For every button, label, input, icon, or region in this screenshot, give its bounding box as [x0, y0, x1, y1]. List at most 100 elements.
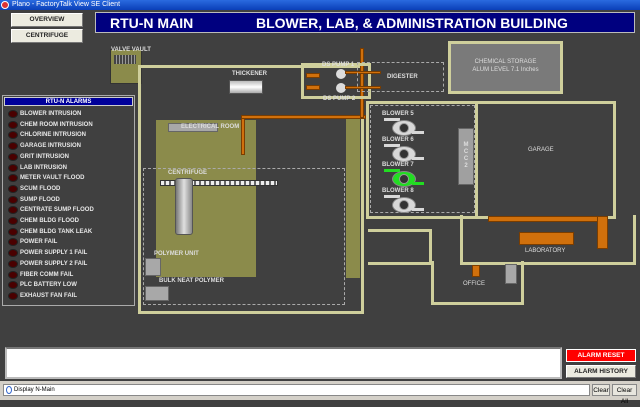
- alarm-label: PLC BATTERY LOW: [20, 282, 77, 289]
- chemical-storage-label: CHEMICAL STORAGE: [474, 59, 537, 65]
- pipe: [345, 71, 381, 74]
- alarm-item: PLC BATTERY LOW: [8, 280, 134, 290]
- ds-pump-2[interactable]: [336, 83, 346, 93]
- corridor-wall: [368, 229, 432, 265]
- mcc-2[interactable]: [458, 128, 474, 185]
- alarm-item: CHLORINE INTRUSION: [8, 130, 134, 140]
- alarm-label: POWER FAIL: [20, 239, 58, 246]
- bulk-neat-polymer-label: BULK NEAT POLYMER: [159, 278, 225, 284]
- page-header: RTU-N MAIN BLOWER, LAB, & ADMINISTRATION…: [95, 12, 635, 33]
- alarm-item: FIBER COMM FAIL: [8, 270, 134, 280]
- lab-counter: [488, 216, 608, 222]
- vault-grate: [114, 55, 136, 64]
- alarm-label: CENTRATE SUMP FLOOD: [20, 207, 94, 214]
- pipe: [241, 115, 245, 155]
- alarm-indicator-icon: [8, 249, 18, 258]
- electrical-room-label: ELECTRICAL ROOM: [181, 124, 240, 130]
- overview-button[interactable]: OVERVIEW: [11, 13, 83, 27]
- mcc-2-label: M C C 2: [463, 142, 469, 169]
- ds-pump-2-label: DS PUMP 2: [323, 96, 356, 102]
- centrifuge-unit[interactable]: [175, 178, 193, 235]
- alarm-item: SUMP FLOOD: [8, 195, 134, 205]
- alarm-indicator-icon: [8, 259, 18, 268]
- alarm-item: LAB INTRUSION: [8, 163, 134, 173]
- valve-vault[interactable]: [110, 49, 142, 84]
- alarm-item: GRIT INTRUSION: [8, 152, 134, 162]
- alarm-indicator-icon: [8, 238, 18, 247]
- blower-room: [370, 105, 475, 213]
- alarm-label: GARAGE INTRUSION: [20, 143, 82, 150]
- alarm-label: SUMP FLOOD: [20, 196, 60, 203]
- office-wall: [431, 261, 524, 305]
- chemical-storage[interactable]: [451, 44, 560, 91]
- building-title: BLOWER, LAB, & ADMINISTRATION BUILDING: [256, 15, 568, 31]
- alarm-item: CHEM ROOM INTRUSION: [8, 120, 134, 130]
- alarm-label: CHEM BLDG TANK LEAK: [20, 228, 93, 235]
- alarm-reset-button[interactable]: ALARM RESET: [566, 349, 636, 362]
- clear-all-button[interactable]: Clear All: [612, 384, 637, 405]
- alarm-indicator-icon: [8, 142, 18, 151]
- corridor-floor: [346, 118, 360, 278]
- alarm-label: METER VAULT FLOOD: [20, 175, 85, 182]
- thickener-unit[interactable]: [229, 80, 263, 94]
- alarm-label: EXHAUST FAN FAIL: [20, 292, 78, 299]
- ds-pump-1[interactable]: [336, 69, 346, 79]
- pipe: [345, 86, 381, 89]
- polymer-unit-label: POLYMER UNIT: [154, 251, 199, 257]
- electrical-room[interactable]: [168, 123, 218, 132]
- office-label: OFFICE: [463, 281, 485, 287]
- alarm-item: POWER FAIL: [8, 237, 134, 247]
- screw-conveyor: [160, 180, 278, 186]
- blower-label: BLOWER 6: [382, 136, 414, 143]
- blower-label: BLOWER 5: [382, 111, 414, 117]
- alarm-indicator-icon: [8, 270, 18, 279]
- polymer-unit[interactable]: [145, 258, 161, 276]
- alarm-history-button[interactable]: ALARM HISTORY: [566, 365, 636, 378]
- centrifuge-area: [143, 168, 345, 305]
- status-bar: Display N-Main Clear Clear All: [0, 381, 640, 405]
- pipe: [360, 48, 364, 118]
- centrifuge-floor: [156, 120, 256, 277]
- blower-label: BLOWER 8: [382, 187, 414, 194]
- alarm-panel: RTU-N ALARMS BLOWER INTRUSION CHEM ROOM I…: [2, 95, 135, 306]
- lab-bench: [519, 232, 574, 245]
- alarm-item: CHEM BLDG FLOOD: [8, 216, 134, 226]
- alarm-label: POWER SUPPLY 1 FAIL: [20, 250, 88, 257]
- bulk-neat-polymer[interactable]: [145, 286, 169, 301]
- alarm-label: CHEM ROOM INTRUSION: [20, 121, 93, 128]
- alarm-indicator-icon: [8, 110, 18, 118]
- alarm-indicator-icon: [8, 152, 18, 161]
- alarm-item: BLOWER INTRUSION: [8, 109, 134, 119]
- main-building-wall: [138, 65, 364, 314]
- ds-pump-1-motor: [306, 73, 320, 78]
- alarm-panel-title: RTU-N ALARMS: [4, 97, 133, 106]
- alarm-message-box[interactable]: [5, 347, 562, 379]
- alarm-label: POWER SUPPLY 2 FAIL: [20, 260, 88, 267]
- diagnostics-message[interactable]: Display N-Main: [3, 384, 590, 396]
- alarm-indicator-icon: [8, 281, 18, 290]
- digester-area: [357, 62, 444, 92]
- lab-counter: [597, 216, 608, 249]
- alarm-indicator-icon: [8, 206, 18, 215]
- alarm-item: CHEM BLDG TANK LEAK: [8, 227, 134, 237]
- window-title: Plano - FactoryTalk View SE Client: [12, 1, 121, 8]
- centrifuge-button[interactable]: CENTRIFUGE: [11, 29, 83, 43]
- office-cabinet: [505, 264, 517, 284]
- alarm-indicator-icon: [8, 217, 18, 225]
- laboratory-wall: [460, 215, 636, 265]
- app-icon: [1, 1, 9, 9]
- clear-button[interactable]: Clear: [592, 384, 610, 396]
- alum-level-readout: ALUM LEVEL 7.1 Inches: [472, 67, 539, 73]
- alarm-item: CENTRATE SUMP FLOOD: [8, 205, 134, 215]
- alarm-indicator-icon: [8, 131, 18, 140]
- alarm-indicator-icon: [8, 184, 18, 193]
- chemical-storage-wall: [448, 41, 563, 94]
- status-message: Display N-Main: [14, 387, 55, 393]
- office-desk: [472, 265, 480, 277]
- garage-wall: [475, 104, 478, 216]
- pump-room-wall: [301, 63, 371, 99]
- digester-label: DIGESTER: [387, 74, 418, 80]
- alarm-label: CHEM BLDG FLOOD: [20, 218, 79, 224]
- alarm-indicator-icon: [8, 174, 18, 183]
- alarm-indicator-icon: [8, 227, 18, 236]
